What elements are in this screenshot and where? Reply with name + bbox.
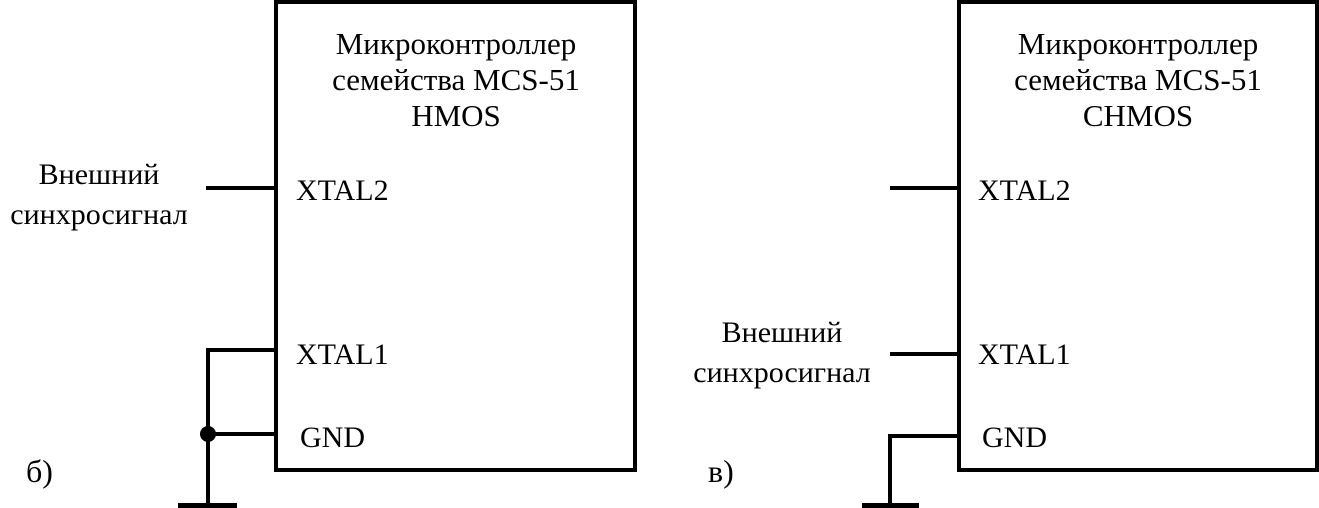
pin-xtal1-label-hmos: XTAL1 — [296, 338, 389, 371]
chip-title-line2-chmos: семейства MCS-51 — [1014, 62, 1262, 97]
external-signal-line2-hmos: синхросигнал — [10, 198, 188, 231]
mcu-chip-hmos — [274, 0, 637, 472]
chip-title-line2-hmos: семейства MCS-51 — [332, 62, 580, 97]
chip-title-line3-hmos: HMOS — [411, 98, 501, 133]
external-signal-line1-hmos: Внешний — [38, 158, 160, 191]
pin-gnd-label-hmos: GND — [300, 421, 365, 454]
gnd-vertical-wire-chmos — [888, 434, 892, 505]
xtal2-open-wire-chmos — [890, 186, 959, 190]
pin-xtal1-label-chmos: XTAL1 — [978, 338, 1071, 371]
xtal2-input-wire-hmos — [206, 186, 276, 190]
chip-title-line3-chmos: CHMOS — [1082, 98, 1194, 133]
chip-title-line1-hmos: Микроконтроллер — [335, 26, 577, 61]
ground-symbol-chmos — [862, 503, 919, 508]
xtal1-wire-hmos — [206, 348, 276, 352]
chip-title-line1-chmos: Микроконтроллер — [1017, 26, 1259, 61]
external-signal-line2-chmos: синхросигнал — [693, 356, 871, 389]
xtal1-input-wire-chmos — [890, 352, 959, 356]
gnd-wire-chmos — [888, 434, 959, 438]
mcu-chip-chmos — [957, 0, 1319, 472]
ground-symbol-hmos — [178, 503, 237, 508]
junction-dot-hmos — [200, 426, 216, 442]
pin-xtal2-label-hmos: XTAL2 — [296, 174, 389, 207]
gnd-wire-hmos — [206, 432, 276, 436]
pin-gnd-label-chmos: GND — [982, 421, 1047, 454]
pin-xtal2-label-chmos: XTAL2 — [978, 174, 1071, 207]
panel-label-v: в) — [708, 453, 734, 489]
external-signal-line1-chmos: Внешний — [721, 316, 843, 349]
panel-label-b: б) — [26, 453, 53, 489]
